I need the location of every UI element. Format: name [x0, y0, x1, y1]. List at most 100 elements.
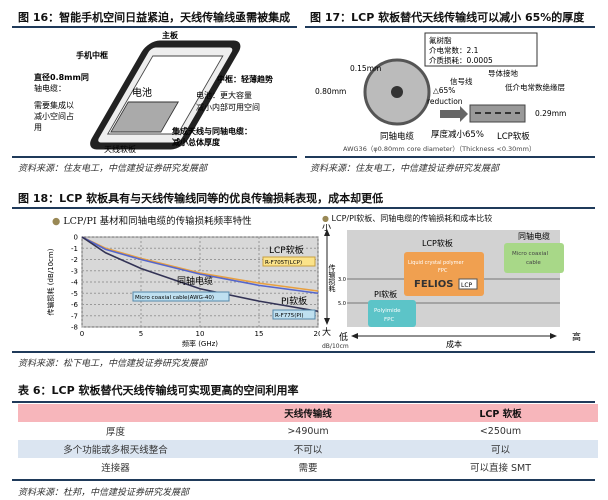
svg-text:大: 大 — [322, 326, 331, 338]
series-line — [81, 236, 319, 292]
svg-text:中框：轻薄趋势: 中框：轻薄趋势 — [217, 74, 273, 84]
divider — [12, 26, 297, 28]
table6-title: 表 6：LCP 软板替代天线传输线可实现更高的空间利用率 — [18, 384, 299, 397]
divider — [305, 26, 595, 28]
svg-text:低介电常数绝缘层: 低介电常数绝缘层 — [505, 82, 565, 92]
svg-text:用: 用 — [34, 123, 42, 132]
svg-text:FPC: FPC — [438, 268, 448, 274]
svg-text:FPC: FPC — [384, 317, 394, 323]
svg-text:手机中框: 手机中框 — [76, 50, 108, 60]
y-axis-label: 传输损耗 (dB/10cm) — [46, 248, 55, 315]
y-tick-label: -7 — [71, 312, 78, 320]
coax-tag-box — [132, 291, 230, 302]
y-tick-label: -1 — [71, 245, 78, 253]
svg-text:Liquid crystal polymer: Liquid crystal polymer — [408, 260, 465, 266]
svg-text:低: 低 — [339, 331, 348, 343]
svg-text:介电常数：2.1: 介电常数：2.1 — [429, 45, 479, 55]
pi-tag: R-F775(PI) — [275, 313, 303, 319]
fig18-left-subtitle: ● LCP/PI 基材和同轴电缆的传输损耗频率特性 — [52, 216, 252, 227]
table-row: 厚度>490um<250um — [105, 425, 522, 439]
svg-text:减小总体厚度: 减小总体厚度 — [172, 137, 221, 147]
x-tick-label: 10 — [196, 330, 205, 338]
x-tick-label: 20 — [314, 330, 320, 338]
svg-text:氟树脂: 氟树脂 — [429, 35, 452, 45]
coax-label: 同轴电缆 — [177, 275, 213, 287]
fig18-title: 图 18：LCP 软板具有与天线传输线同等的优良传输损耗表现，成本却更低 — [18, 192, 384, 205]
svg-text:天线软板: 天线软板 — [104, 144, 136, 154]
svg-text:电池: 电池 — [132, 86, 152, 99]
svg-text:高: 高 — [572, 331, 581, 343]
series-line — [81, 236, 319, 295]
y-tick-label: 0 — [74, 234, 78, 242]
svg-text:cable: cable — [526, 260, 541, 266]
y-tick-label: -6 — [71, 301, 79, 309]
svg-text:AWG36（φ0.80mm core diameter）（T: AWG36（φ0.80mm core diameter）（Thickness <… — [343, 145, 535, 153]
svg-text:减小空间占: 减小空间占 — [34, 111, 74, 121]
fig18-source: 资料来源：松下电工，中信建投证券研究发展部 — [18, 359, 208, 369]
svg-text:reduction: reduction — [427, 97, 463, 106]
svg-text:FELIOS: FELIOS — [414, 279, 453, 290]
pi-label: PI软板 — [281, 295, 307, 307]
fig17-source: 资料来源：住友电工，中信建投证券研究发展部 — [310, 164, 500, 174]
svg-text:轴电缆：: 轴电缆： — [34, 83, 66, 93]
x-tick-label: 5 — [139, 330, 143, 338]
pi-tag-box — [272, 309, 316, 320]
y-tick-label: -3 — [71, 267, 78, 275]
lcp-label: LCP软板 — [269, 244, 304, 256]
divider — [12, 156, 297, 158]
svg-text:dB/10cm: dB/10cm — [322, 343, 349, 350]
table6-source: 资料来源：杜邦，中信建投证券研究发展部 — [18, 488, 190, 498]
x-axis-label: 频率 (GHz) — [182, 339, 218, 348]
svg-text:3.0: 3.0 — [338, 277, 346, 283]
loss-frequency-chart: 0-1-2-3-4-5-6-7-805101520频率 (GHz)传输损耗 (d… — [46, 234, 320, 349]
svg-text:主板: 主板 — [162, 30, 179, 40]
svg-text:传输损耗: 传输损耗 — [328, 263, 336, 293]
fig16-title: 图 16：智能手机空间日益紧迫，天线传输线亟需被集成 — [18, 11, 291, 24]
svg-text:信号线: 信号线 — [450, 76, 473, 86]
series-line — [81, 236, 319, 313]
y-tick-label: -4 — [71, 279, 79, 287]
divider — [12, 401, 595, 403]
fig18-right-subtitle: ● LCP/PI软板、同轴电缆的传输损耗和成本比较 — [322, 214, 493, 223]
lcp-tag: R-F705T(LCP) — [265, 260, 302, 266]
svg-text:Micro coaxial: Micro coaxial — [512, 251, 548, 257]
svg-text:0.29mm: 0.29mm — [535, 109, 566, 118]
loss-cost-comparison: 小 大 传输损耗 3.0 5.0 dB/10cm 低 高 成本 LCP软板 Li… — [322, 224, 581, 350]
svg-text:LCP软板: LCP软板 — [497, 131, 530, 142]
svg-text:小: 小 — [322, 224, 331, 233]
svg-text:需要集成以: 需要集成以 — [34, 100, 74, 110]
fig16-source: 资料来源：住友电工，中信建投证券研究发展部 — [18, 164, 208, 174]
svg-text:LCP软板: LCP软板 — [422, 238, 453, 248]
divider — [12, 351, 595, 353]
svg-text:△65%: △65% — [433, 86, 455, 95]
svg-text:介质损耗：0.0005: 介质损耗：0.0005 — [429, 55, 493, 65]
svg-text:LCP: LCP — [461, 282, 473, 289]
svg-text:5.0: 5.0 — [338, 301, 346, 307]
fig17-coax-vs-lcp-diagram: 氟树脂 介电常数：2.1 介质损耗：0.0005 0.15mm 0.80mm 信… — [315, 32, 566, 153]
svg-text:厚度减小65%: 厚度减小65% — [431, 129, 484, 140]
y-tick-label: -2 — [71, 256, 78, 264]
svg-text:PI软板: PI软板 — [374, 289, 397, 299]
fig16-phone-diagram: 主板 手机中框 直径0.8mm同 轴电缆： 需要集成以 减小空间占 用 中框：轻… — [34, 30, 273, 154]
svg-text:导体接地: 导体接地 — [488, 68, 518, 78]
y-tick-label: -8 — [71, 324, 78, 332]
table-row: 连接器需要可以直接 SMT — [101, 463, 532, 474]
fig17-title: 图 17：LCP 软板替代天线传输线可以减小 65%的厚度 — [310, 11, 585, 24]
y-tick-label: -5 — [71, 290, 78, 298]
svg-text:集成天线与同轴电缆：: 集成天线与同轴电缆： — [171, 126, 252, 136]
svg-text:0.80mm: 0.80mm — [315, 87, 346, 96]
x-tick-label: 0 — [80, 330, 84, 338]
divider — [305, 156, 595, 158]
svg-text:0.15mm: 0.15mm — [350, 64, 381, 73]
x-tick-label: 15 — [255, 330, 264, 338]
table-row: 多个功能或多根天线整合不可以可以 — [18, 440, 598, 458]
svg-text:减小内部可用空间: 减小内部可用空间 — [196, 102, 260, 112]
antenna-board — [110, 101, 180, 133]
lcp-tag-box — [262, 256, 316, 267]
svg-text:成本: 成本 — [446, 339, 462, 349]
svg-text:直径0.8mm同: 直径0.8mm同 — [34, 72, 89, 82]
coax-tag: Micro coaxial cable(AWG-40) — [135, 295, 214, 301]
svg-text:同轴电缆: 同轴电缆 — [380, 131, 415, 142]
